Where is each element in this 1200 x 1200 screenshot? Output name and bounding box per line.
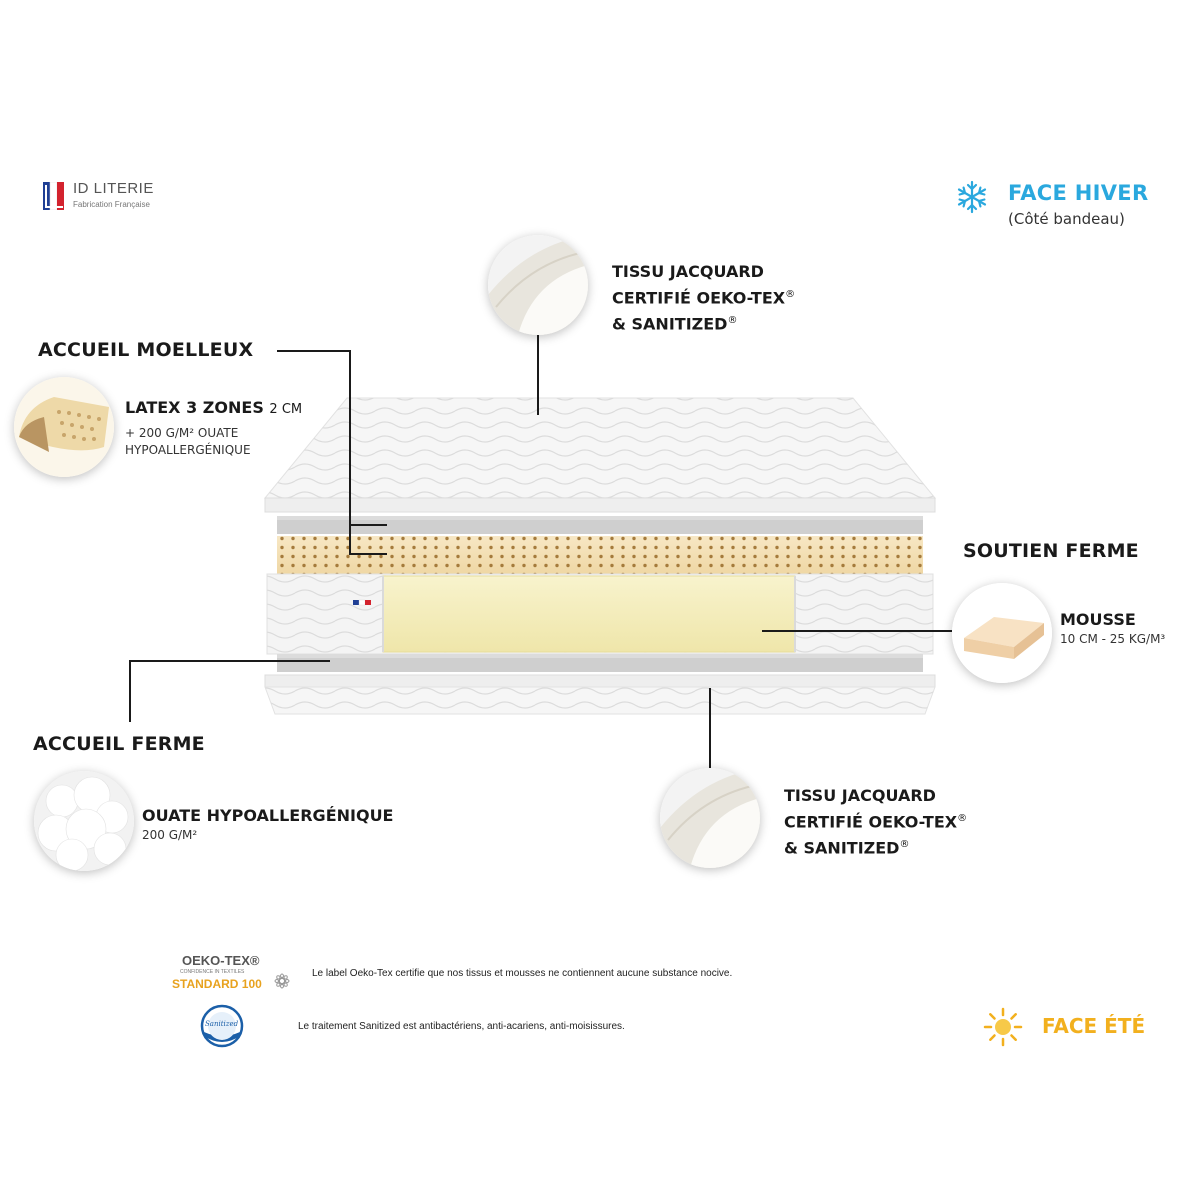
accueil-moelleux-leader-h [277, 350, 350, 352]
bottom-fabric-line2: CERTIFIÉ OEKO-TEX [784, 812, 958, 832]
foam-label-sub: 10 CM - 25 KG/M³ [1060, 632, 1166, 646]
accueil-ferme-title: ACCUEIL FERME [33, 733, 205, 755]
top-fabric-reg1: ® [785, 289, 796, 300]
bottom-fabric-leader-line [709, 688, 711, 768]
top-fabric-swatch [488, 235, 588, 335]
accueil-ferme-leader-h [130, 660, 330, 662]
bottom-fabric-layer [264, 674, 936, 715]
top-fabric-line3-wrap: & SANITIZED® [612, 309, 795, 335]
sanitized-logo-text: Sanitized [205, 1020, 239, 1028]
wadding-label: OUATE HYPOALLERGÉNIQUE 200 G/M² [142, 804, 393, 844]
sanitized-description: Le traitement Sanitized est antibactérie… [298, 1021, 625, 1032]
bottom-fabric-label: TISSU JACQUARD CERTIFIÉ OEKO-TEX® & SANI… [784, 784, 967, 860]
soutien-ferme-leader-line [762, 630, 952, 632]
accueil-moelleux-leader-to-latex [349, 553, 387, 555]
foam-label-name: MOUSSE [1060, 610, 1136, 629]
bottom-wadding-layer [277, 654, 923, 672]
face-hiver-subtitle: (Côté bandeau) [1008, 210, 1125, 228]
bottom-fabric-reg1: ® [957, 813, 968, 824]
foam-core-layer [266, 573, 934, 655]
oeko-tex-description: Le label Oeko-Tex certifie que nos tissu… [312, 968, 733, 979]
latex-label: LATEX 3 ZONES 2 CM + 200 G/M² OUATE HYPO… [125, 396, 302, 459]
oeko-logo-title: OEKO-TEX® [182, 953, 260, 968]
top-fabric-leader-line [537, 335, 539, 415]
bottom-fabric-line3-wrap: & SANITIZED® [784, 833, 967, 859]
bottom-fabric-line1: TISSU JACQUARD [784, 786, 936, 805]
top-fabric-label: TISSU JACQUARD CERTIFIÉ OEKO-TEX® & SANI… [612, 260, 795, 336]
top-wadding-layer [277, 516, 923, 534]
accueil-moelleux-title: ACCUEIL MOELLEUX [38, 339, 254, 361]
latex-label-size: 2 CM [269, 402, 303, 417]
flag-logo-icon [43, 182, 64, 210]
face-hiver-title: FACE HIVER [1008, 181, 1149, 205]
top-fabric-line3: & SANITIZED [612, 314, 728, 334]
brand-name: ID LITERIE [73, 180, 154, 197]
latex-label-row: LATEX 3 ZONES 2 CM [125, 396, 302, 421]
top-fabric-line1: TISSU JACQUARD [612, 262, 764, 281]
top-fabric-reg2: ® [727, 315, 738, 327]
top-fabric-line2: CERTIFIÉ OEKO-TEX [612, 288, 786, 308]
latex-label-sub1: + 200 G/M² OUATE [125, 426, 239, 440]
snowflake-icon [957, 180, 987, 214]
wadding-swatch [34, 771, 134, 871]
accueil-ferme-leader-v [129, 660, 131, 722]
latex-swatch [14, 377, 114, 477]
wadding-label-sub: 200 G/M² [142, 828, 198, 842]
wadding-label-name: OUATE HYPOALLERGÉNIQUE [142, 806, 394, 825]
mattress-illustration [263, 397, 937, 715]
sanitized-logo: Sanitized [200, 1004, 244, 1048]
bottom-fabric-swatch [660, 768, 760, 868]
face-ete-title: FACE ÉTÉ [1042, 1014, 1146, 1038]
soutien-ferme-title: SOUTIEN FERME [963, 540, 1139, 562]
latex-label-sub2: HYPOALLERGÉNIQUE [125, 443, 251, 457]
foam-label: MOUSSE 10 CM - 25 KG/M³ [1060, 608, 1165, 648]
oeko-tex-logo: OEKO-TEX® CONFIDENCE IN TEXTILES STANDAR… [170, 953, 296, 995]
accueil-moelleux-leader-to-wadding [349, 524, 387, 526]
latex-layer [277, 536, 923, 574]
brand-logo: ID LITERIE Fabrication Française [43, 180, 173, 212]
oeko-flower-icon [274, 973, 290, 989]
bottom-fabric-reg2: ® [899, 839, 910, 851]
bottom-fabric-line2-wrap: CERTIFIÉ OEKO-TEX® [784, 807, 967, 833]
sanitized-shield-icon [200, 1004, 244, 1048]
top-fabric-layer [263, 397, 937, 513]
top-fabric-line2-wrap: CERTIFIÉ OEKO-TEX® [612, 283, 795, 309]
oeko-logo-sub: CONFIDENCE IN TEXTILES [180, 969, 245, 975]
sun-icon [983, 1007, 1023, 1047]
foam-swatch [952, 583, 1052, 683]
oeko-logo-standard: STANDARD 100 [172, 977, 262, 991]
latex-label-name: LATEX 3 ZONES [125, 398, 264, 417]
bottom-fabric-line3: & SANITIZED [784, 838, 900, 858]
accueil-moelleux-leader-v [349, 350, 351, 554]
brand-tagline: Fabrication Française [73, 200, 150, 209]
